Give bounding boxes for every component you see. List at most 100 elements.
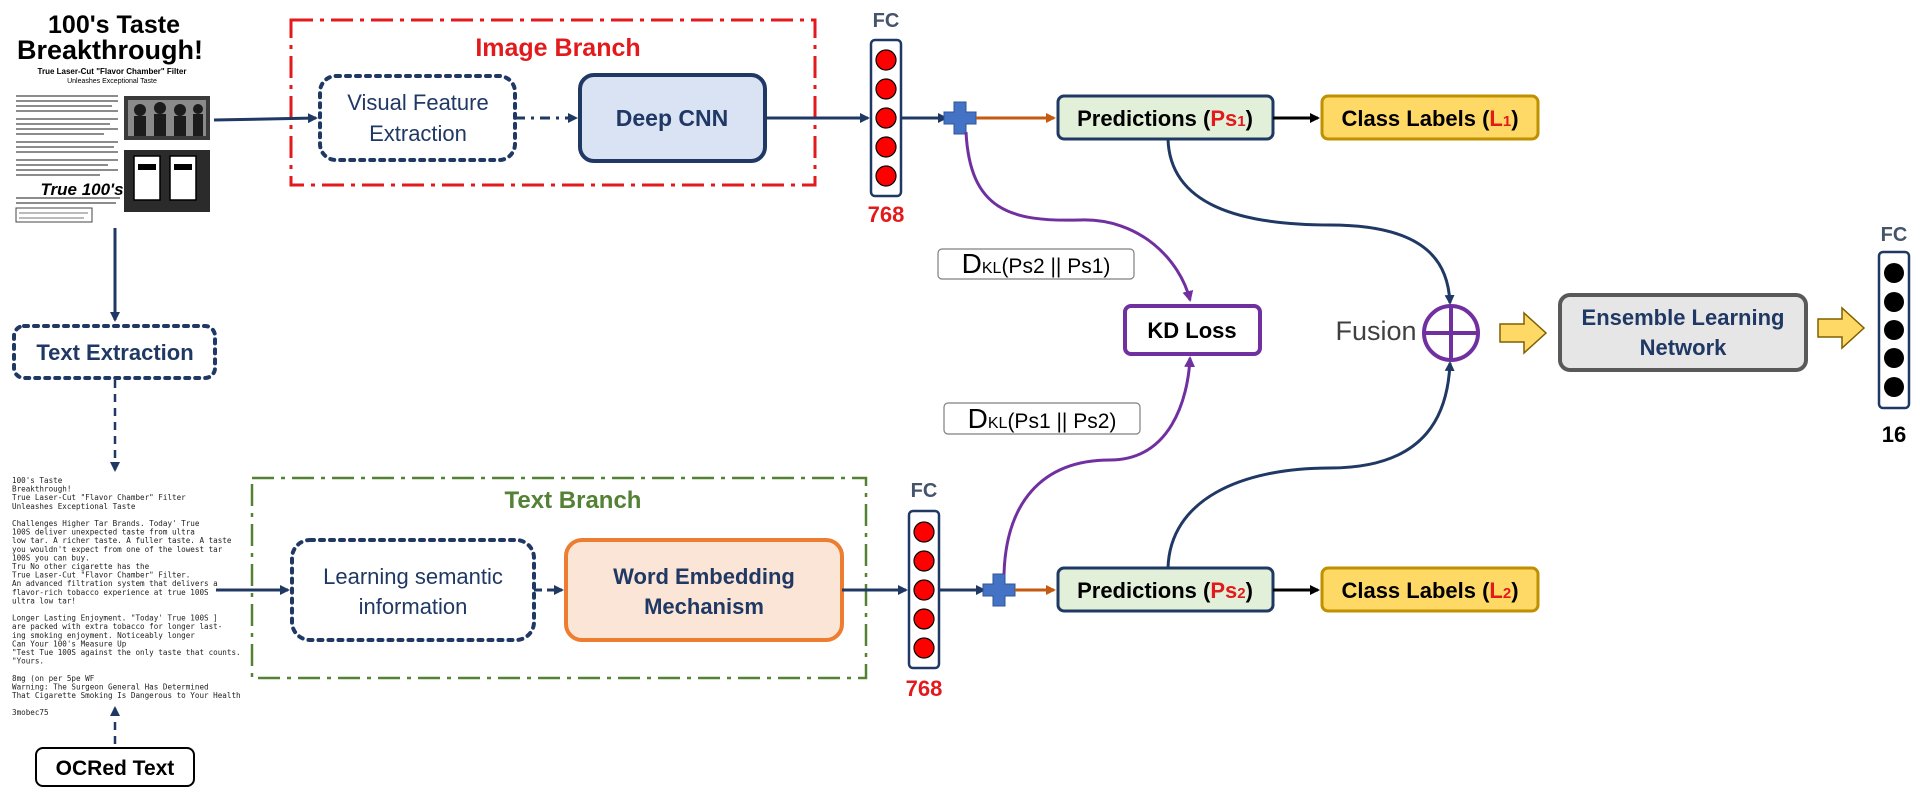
fc-final-neuron: [1884, 377, 1904, 397]
fc-top-neuron: [875, 165, 897, 187]
ocr-text-line: are packed with extra tobacco for longer…: [12, 622, 222, 631]
class-labels-bottom-label: Class Labels (L2): [1341, 578, 1518, 603]
fc-final-title: FC: [1881, 224, 1908, 246]
word-embedding-line2: Mechanism: [644, 594, 764, 619]
image-branch-title: Image Branch: [475, 34, 640, 62]
ocr-text-line: "Test Tue 100S against the only taste th…: [12, 648, 241, 657]
dkl-bottom-box: [943, 402, 1141, 435]
image-branch-box: [289, 18, 817, 187]
fc-bottom-neurons: [913, 521, 935, 659]
ocr-text-line: 8mg (on per 5pe WF: [12, 674, 95, 683]
text-extraction-label: Text Extraction: [36, 340, 193, 365]
fc-final-neuron: [1884, 320, 1904, 340]
learning-semantic-line2: information: [359, 594, 468, 619]
kd-loss-box: [1123, 304, 1262, 356]
ocr-text-line: That Cigarette Smoking Is Dangerous to Y…: [12, 691, 241, 700]
visual-feature-extraction-box: [318, 74, 517, 162]
plus-icon-top: [943, 101, 977, 135]
ocr-text-line: Breakthrough!: [12, 485, 71, 494]
ocr-text-line: True Laser-Cut "Flavor Chamber" Filter.: [12, 571, 190, 580]
fc-final-neuron: [1884, 263, 1904, 283]
dkl-top-label: DKL(Ps2 || Ps1): [962, 248, 1111, 279]
ocr-text-line: 100S deliver unexpected taste from ultra: [12, 528, 195, 537]
arrow-image-to-branch: [213, 113, 318, 124]
kd-curve-bottom: [1002, 356, 1196, 575]
ocr-text-line: Tru No other cigarette has the: [12, 562, 150, 571]
pred-top-to-fusion-curve: [1166, 138, 1455, 305]
kd-curve-top: [964, 131, 1194, 302]
ocr-text-line: Unleashes Exceptional Taste: [12, 502, 136, 511]
fc-bottom-title: FC: [911, 480, 938, 502]
fc-bottom-size: 768: [906, 676, 943, 701]
ocred-text-box: [35, 747, 195, 787]
ocr-text-line: 100's Taste: [12, 476, 63, 485]
ocr-text-line: Warning: The Surgeon General Has Determi…: [12, 682, 209, 691]
ad-image: 100's Taste Breakthrough! True Laser-Cut…: [14, 10, 214, 225]
fc-bottom-neuron: [913, 579, 935, 601]
predictions-top-label: Predictions (Ps1): [1077, 106, 1253, 131]
fc-bottom-neuron: [913, 608, 935, 630]
word-embedding-box: [564, 538, 844, 642]
fc-final-neuron: [1884, 348, 1904, 368]
class-labels-top-box: [1320, 94, 1540, 141]
ocr-text-line: ultra low tar!: [12, 596, 76, 605]
fc-final-size: 16: [1882, 422, 1906, 447]
ensemble-box: [1558, 293, 1808, 372]
fc-top-size: 768: [868, 202, 905, 227]
ocr-text-line: "Yours.: [12, 657, 44, 666]
fusion-label: Fusion: [1335, 316, 1416, 346]
kd-loss-label: KD Loss: [1147, 318, 1236, 343]
yellow-arrow-to-fc-final: [1817, 306, 1866, 350]
fc-top-neuron: [875, 107, 897, 129]
ocr-text-line: low tar. A richer taste. A fuller taste.…: [12, 536, 232, 545]
text-branch-title: Text Branch: [505, 487, 642, 514]
yellow-arrow-to-ensemble: [1499, 311, 1548, 355]
ad-product-packs: [124, 150, 210, 212]
word-embedding-line1: Word Embedding: [613, 564, 795, 589]
ensemble-label-line2: Network: [1640, 335, 1728, 360]
fc-top-neuron: [875, 49, 897, 71]
ocr-text-line: Longer Lasting Enjoyment. "Today' True 1…: [12, 614, 218, 623]
dkl-top-box: [937, 248, 1135, 280]
learning-semantic-box: [290, 538, 536, 642]
ocred-text-label: OCRed Text: [56, 757, 175, 780]
ocr-text-line: you wouldn't expect from one of the lowe…: [12, 545, 223, 554]
fc-top-neuron: [875, 136, 897, 158]
fc-final-neuron: [1884, 292, 1904, 312]
fusion-plus-circle-icon: [1422, 304, 1480, 362]
visual-feature-label-line2: Extraction: [369, 121, 467, 146]
text-extraction-box: [12, 324, 217, 380]
plus-icon-bottom: [982, 573, 1016, 607]
fc-bottom-neuron: [913, 521, 935, 543]
ad-photo: [124, 96, 210, 140]
ad-headline-line2: Breakthrough!: [17, 35, 203, 65]
ad-subhead-line1: True Laser-Cut "Flavor Chamber" Filter: [38, 67, 187, 76]
ocr-text-line: 3mobec75: [12, 708, 49, 717]
ensemble-label-line1: Ensemble Learning: [1582, 305, 1785, 330]
deep-cnn-label: Deep CNN: [616, 105, 728, 131]
fc-final-neurons: [1884, 263, 1904, 397]
pred-bottom-to-fusion-curve: [1166, 361, 1455, 569]
ocr-text-line: ing smoking enjoyment. Noticeably longer: [12, 631, 195, 640]
ocr-text-line: flavor-rich tobacco experience at true 1…: [12, 588, 209, 597]
ad-bottom-logo: True 100's: [40, 180, 123, 199]
ad-headline-line1: 100's Taste: [48, 11, 180, 39]
ad-subhead-line2: Unleashes Exceptional Taste: [67, 78, 157, 85]
dkl-bottom-label: DKL(Ps1 || Ps2): [968, 403, 1117, 434]
predictions-bottom-label: Predictions (Ps2): [1077, 578, 1253, 603]
ocr-text-line: True Laser-Cut "Flavor Chamber" Filter: [12, 493, 186, 502]
text-branch-box: [250, 476, 868, 680]
fc-top-title: FC: [873, 10, 900, 32]
class-labels-bottom-box: [1320, 566, 1540, 613]
fc-top-neurons: [875, 49, 897, 187]
ocr-text-line: 100S you can buy.: [12, 553, 90, 562]
visual-feature-label-line1: Visual Feature: [347, 90, 488, 115]
ocr-text-line: Can Your 100's Measure Up: [12, 639, 127, 648]
fc-bottom-neuron: [913, 550, 935, 572]
learning-semantic-line1: Learning semantic: [323, 564, 503, 589]
ocr-text-line: An advanced filtration system that deliv…: [12, 579, 218, 588]
ad-body-text: [16, 95, 120, 204]
fc-bottom-neuron: [913, 637, 935, 659]
